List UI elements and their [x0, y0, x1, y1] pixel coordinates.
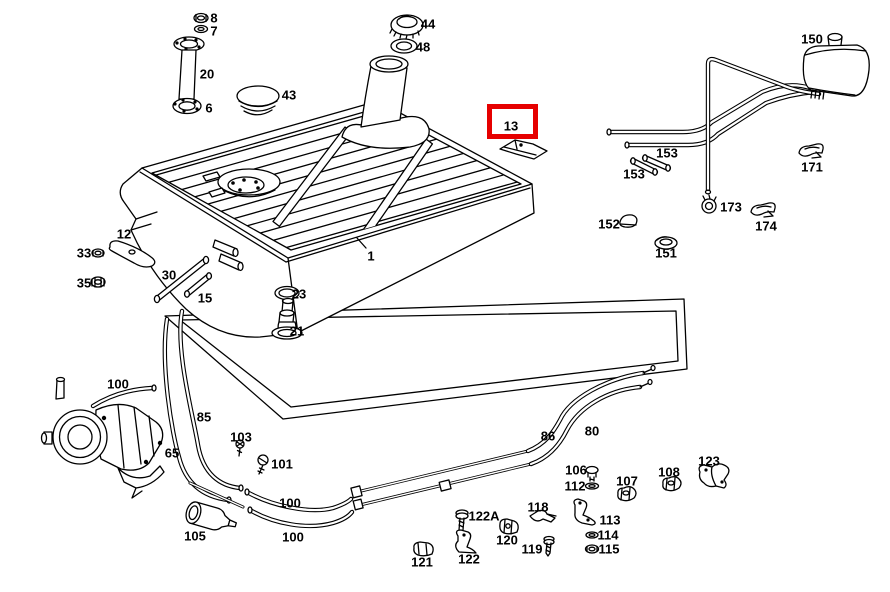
filler-neck-drawing [341, 55, 430, 149]
part-123-bracket [698, 463, 730, 489]
part-174-clip [750, 202, 776, 218]
part-153-tube-a [641, 154, 672, 172]
part-119-screw [543, 535, 555, 557]
part-151-grommet [654, 236, 678, 250]
part-8-nut [193, 12, 209, 24]
part-150-expansion-tank [802, 32, 870, 100]
part-65-hose [162, 316, 232, 504]
fuel-tank-drawing [119, 100, 535, 338]
part-107-clamp [617, 486, 637, 502]
part-106-bolt [585, 465, 599, 482]
highlight-box [487, 104, 538, 139]
part-152-cap [619, 214, 638, 228]
part-85-hose [178, 308, 244, 492]
part-105-filter [185, 501, 237, 531]
part-7-washer [193, 24, 209, 34]
fuel-pump-drawing [40, 376, 165, 499]
part-122-bracket [455, 529, 477, 554]
part-23-oring [274, 285, 300, 301]
part-15-tube [183, 272, 213, 298]
part-44-filler-cap [389, 14, 424, 40]
pump-hose-100 [90, 384, 157, 409]
part-21-valve [271, 297, 303, 340]
part-35-nut [90, 276, 106, 288]
part-171-clip [798, 143, 824, 159]
part-122a-screw [455, 509, 469, 534]
expansion-tank-tubes [606, 56, 822, 195]
part-6-flange [172, 97, 202, 115]
part-80-hose [528, 378, 653, 467]
part-103-screw [235, 439, 245, 457]
part-43-cap [236, 85, 280, 116]
part-108-clamp [662, 476, 682, 492]
part-13-bracket [499, 139, 548, 160]
part-153-tube-b [629, 157, 659, 176]
hoses-100-pair [244, 488, 355, 529]
part-173-grommet [701, 194, 717, 214]
part-101-screw [257, 454, 269, 475]
part-48-seal [390, 38, 418, 54]
part-118-clip [529, 509, 557, 523]
floor-panel-outline [164, 298, 688, 420]
part-30-tube [153, 255, 210, 304]
part-86-hose [525, 364, 656, 454]
part-20-sender-tube [173, 36, 205, 100]
fuel-pipes [350, 449, 533, 511]
filter-inlet-line [188, 481, 245, 509]
part-115-nut [584, 544, 600, 554]
part-113-bracket [573, 498, 596, 526]
part-121-clip [413, 541, 434, 557]
part-112-washer [584, 482, 600, 490]
part-33-nut [91, 248, 105, 258]
part-12-plate [108, 240, 156, 268]
part-114-washer [585, 531, 599, 539]
part-120-clamp [499, 518, 519, 535]
